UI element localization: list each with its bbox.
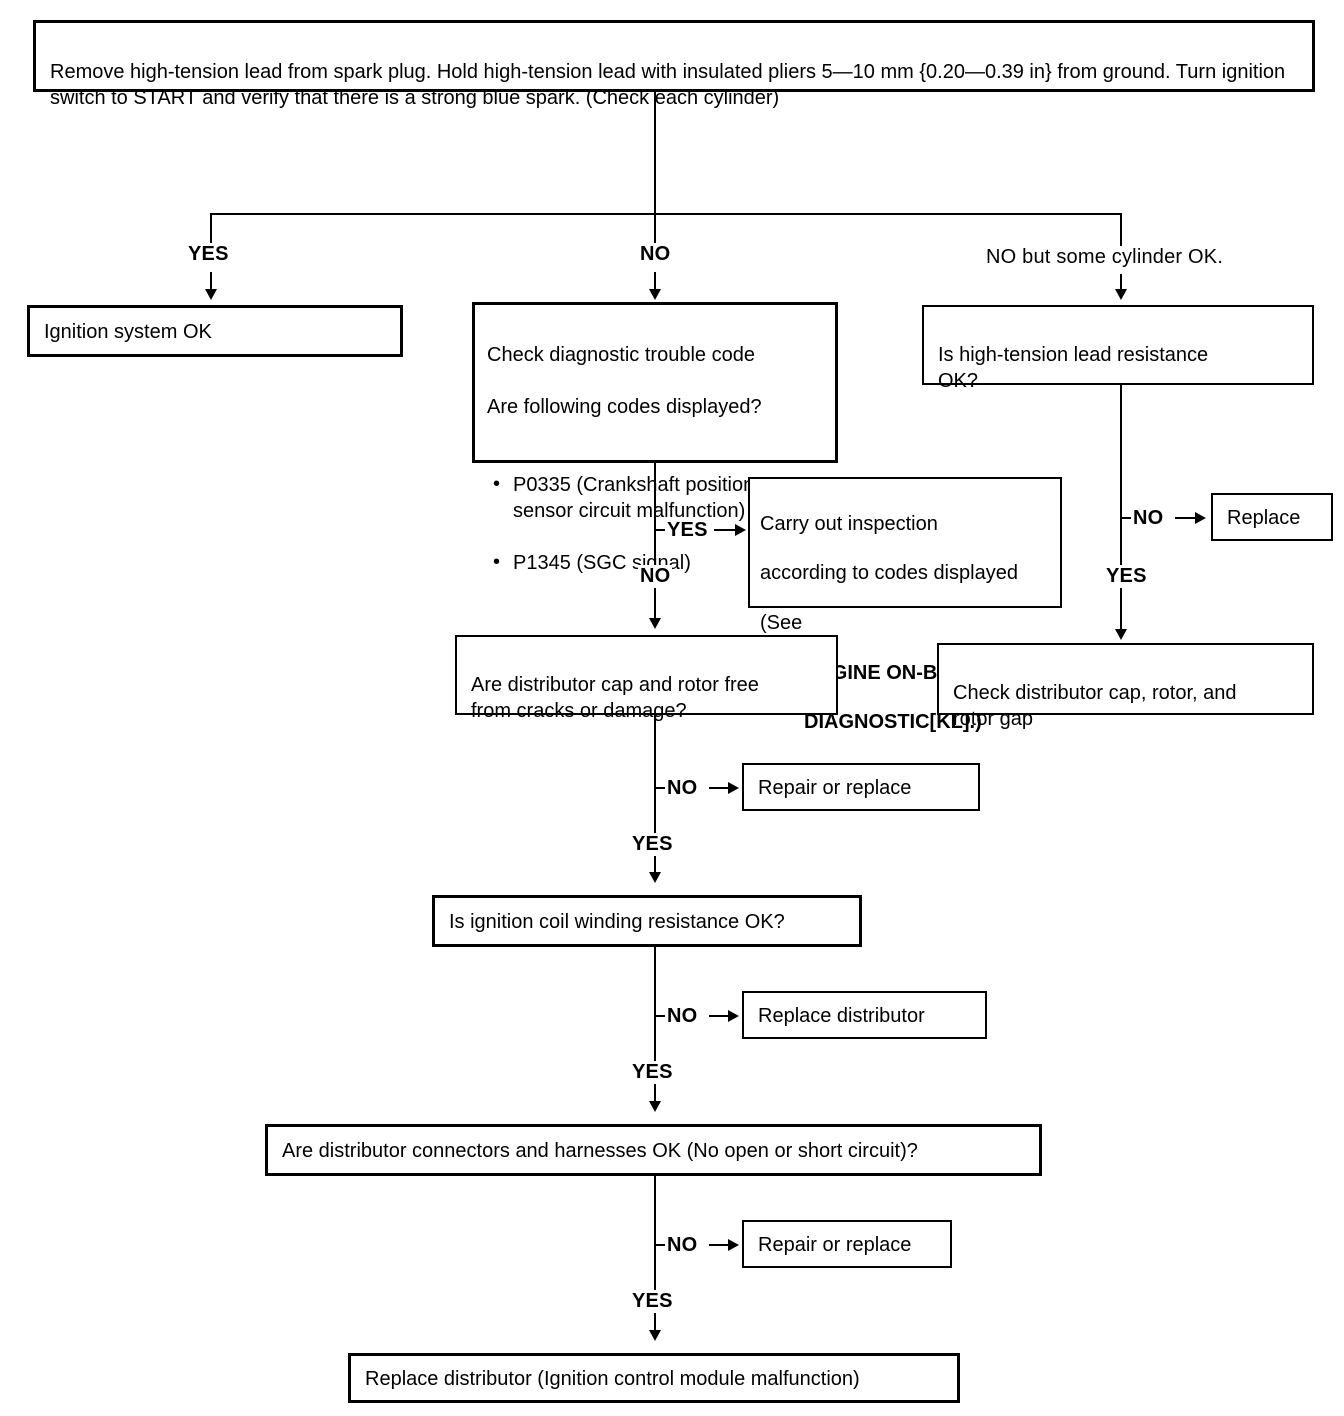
arrowhead-no-lead-resistance bbox=[1195, 512, 1206, 524]
node-coil-winding-text: Is ignition coil winding resistance OK? bbox=[449, 910, 785, 933]
connector-tick-yes-dtc bbox=[654, 529, 665, 531]
connector-no-coil-arrow-line bbox=[709, 1015, 730, 1017]
node-replace-distributor-final-text: Replace distributor (Ignition control mo… bbox=[365, 1367, 860, 1390]
branch-label-yes-left: YES bbox=[186, 243, 231, 266]
node-replace-text: Replace bbox=[1227, 506, 1301, 529]
connector-yes-left-stem bbox=[210, 213, 212, 247]
connector-lead-resistance-trunk bbox=[1120, 385, 1122, 633]
node-ignition-ok: Ignition system OK bbox=[27, 305, 403, 357]
branch-label-yes-cap-rotor: YES bbox=[630, 833, 675, 856]
connector-no-cyl-arrow-stem bbox=[1120, 274, 1122, 292]
arrowhead-dtc-to-cap-rotor bbox=[649, 618, 661, 629]
arrowhead-no-cap-rotor bbox=[728, 782, 739, 794]
node-ignition-ok-text: Ignition system OK bbox=[44, 320, 212, 343]
connector-no-cap-rotor-arrow-line bbox=[709, 787, 730, 789]
connector-coil-trunk bbox=[654, 947, 656, 1104]
branch-label-no-lead-resistance: NO bbox=[1131, 507, 1166, 530]
connector-tick-no-coil bbox=[654, 1015, 665, 1017]
arrowhead-no-coil bbox=[728, 1010, 739, 1022]
node-carry-out-line1: Carry out inspection bbox=[760, 512, 938, 535]
node-cap-rotor-free-text: Are distributor cap and rotor free from … bbox=[471, 674, 759, 722]
node-connectors-harnesses: Are distributor connectors and harnesses… bbox=[265, 1124, 1042, 1176]
connector-split-bar bbox=[210, 213, 1122, 215]
node-coil-winding: Is ignition coil winding resistance OK? bbox=[432, 895, 862, 947]
node-replace: Replace bbox=[1211, 493, 1333, 541]
node-replace-distributor-final: Replace distributor (Ignition control mo… bbox=[348, 1353, 960, 1403]
branch-label-no-connectors: NO bbox=[665, 1234, 700, 1257]
connector-cap-rotor-trunk bbox=[654, 715, 656, 875]
branch-label-no-coil: NO bbox=[665, 1005, 700, 1028]
node-lead-resistance-text: Is high-tension lead resistance OK? bbox=[938, 344, 1209, 392]
node-cap-rotor-free: Are distributor cap and rotor free from … bbox=[455, 635, 838, 722]
node-repair-or-replace-2: Repair or replace bbox=[742, 1220, 952, 1268]
node-lead-resistance: Is high-tension lead resistance OK? bbox=[922, 305, 1314, 392]
node-replace-distributor-1-text: Replace distributor bbox=[758, 1004, 925, 1027]
branch-label-no-some-cylinder: NO but some cylinder OK. bbox=[984, 246, 1226, 269]
node-check-dtc-line1: Check diagnostic trouble code bbox=[487, 344, 755, 366]
arrowhead-coil-to-connectors bbox=[649, 1101, 661, 1112]
connector-start-to-split bbox=[654, 92, 656, 214]
connector-connectors-trunk bbox=[654, 1176, 656, 1333]
arrowhead-no-connectors bbox=[728, 1239, 739, 1251]
connector-no-cyl-stem bbox=[1120, 213, 1122, 247]
connector-no-connectors-arrow-line bbox=[709, 1244, 730, 1246]
connector-yes-left-arrow-stem bbox=[210, 272, 212, 292]
node-connectors-harnesses-text: Are distributor connectors and harnesses… bbox=[282, 1139, 918, 1162]
arrowhead-cap-rotor-to-coil bbox=[649, 872, 661, 883]
branch-label-yes-connectors: YES bbox=[630, 1290, 675, 1313]
branch-label-yes-lead-resistance: YES bbox=[1104, 565, 1149, 588]
node-check-cap-rotor-gap: Check distributor cap, rotor, and rotor … bbox=[937, 643, 1314, 730]
branch-label-no-cap-rotor: NO bbox=[665, 777, 700, 800]
connector-dtc-trunk bbox=[654, 463, 656, 618]
arrowhead-no-some-cylinder bbox=[1115, 289, 1127, 300]
arrowhead-yes-dtc bbox=[735, 524, 746, 536]
node-repair-or-replace-2-text: Repair or replace bbox=[758, 1233, 912, 1256]
arrowhead-no-middle bbox=[649, 289, 661, 300]
node-carry-out-line2: according to codes displayed bbox=[760, 562, 1018, 585]
connector-tick-no-connectors bbox=[654, 1244, 665, 1246]
connector-tick-no-lead-resistance bbox=[1120, 517, 1131, 519]
connector-no-middle-stem bbox=[654, 213, 656, 247]
branch-label-yes-dtc: YES bbox=[665, 519, 710, 542]
node-carry-out-inspection: Carry out inspection according to codes … bbox=[748, 477, 1062, 733]
node-repair-or-replace-1: Repair or replace bbox=[742, 763, 980, 811]
node-check-dtc-line2: Are following codes displayed? bbox=[487, 396, 762, 418]
node-repair-or-replace-1-text: Repair or replace bbox=[758, 776, 912, 799]
node-check-dtc-bullets: P0335 (Crankshaft position sensor circui… bbox=[487, 446, 825, 602]
branch-label-no-middle: NO bbox=[638, 243, 673, 266]
node-start-text: Remove high-tension lead from spark plug… bbox=[50, 61, 1286, 109]
arrowhead-yes-left bbox=[205, 289, 217, 300]
connector-yes-dtc-arrow-line bbox=[714, 529, 737, 531]
node-check-cap-rotor-gap-text: Check distributor cap, rotor, and rotor … bbox=[953, 682, 1237, 730]
node-start: Remove high-tension lead from spark plug… bbox=[33, 20, 1315, 109]
branch-label-yes-coil: YES bbox=[630, 1061, 675, 1084]
arrowhead-connectors-to-final bbox=[649, 1330, 661, 1341]
node-carry-out-line3: (See bbox=[760, 611, 803, 634]
node-carry-out-line5: DIAGNOSTIC[KL].) bbox=[804, 711, 982, 734]
branch-label-no-dtc: NO bbox=[638, 565, 673, 588]
arrowhead-lead-resistance-to-check-cap bbox=[1115, 629, 1127, 640]
connector-tick-no-cap-rotor bbox=[654, 787, 665, 789]
connector-no-middle-arrow-stem bbox=[654, 272, 656, 292]
connector-no-lead-resistance-arrow-line bbox=[1175, 517, 1197, 519]
node-check-dtc-bullet-0: P0335 (Crankshaft position sensor circui… bbox=[487, 471, 825, 524]
node-replace-distributor-1: Replace distributor bbox=[742, 991, 987, 1039]
node-check-dtc: Check diagnostic trouble code Are follow… bbox=[472, 302, 838, 575]
